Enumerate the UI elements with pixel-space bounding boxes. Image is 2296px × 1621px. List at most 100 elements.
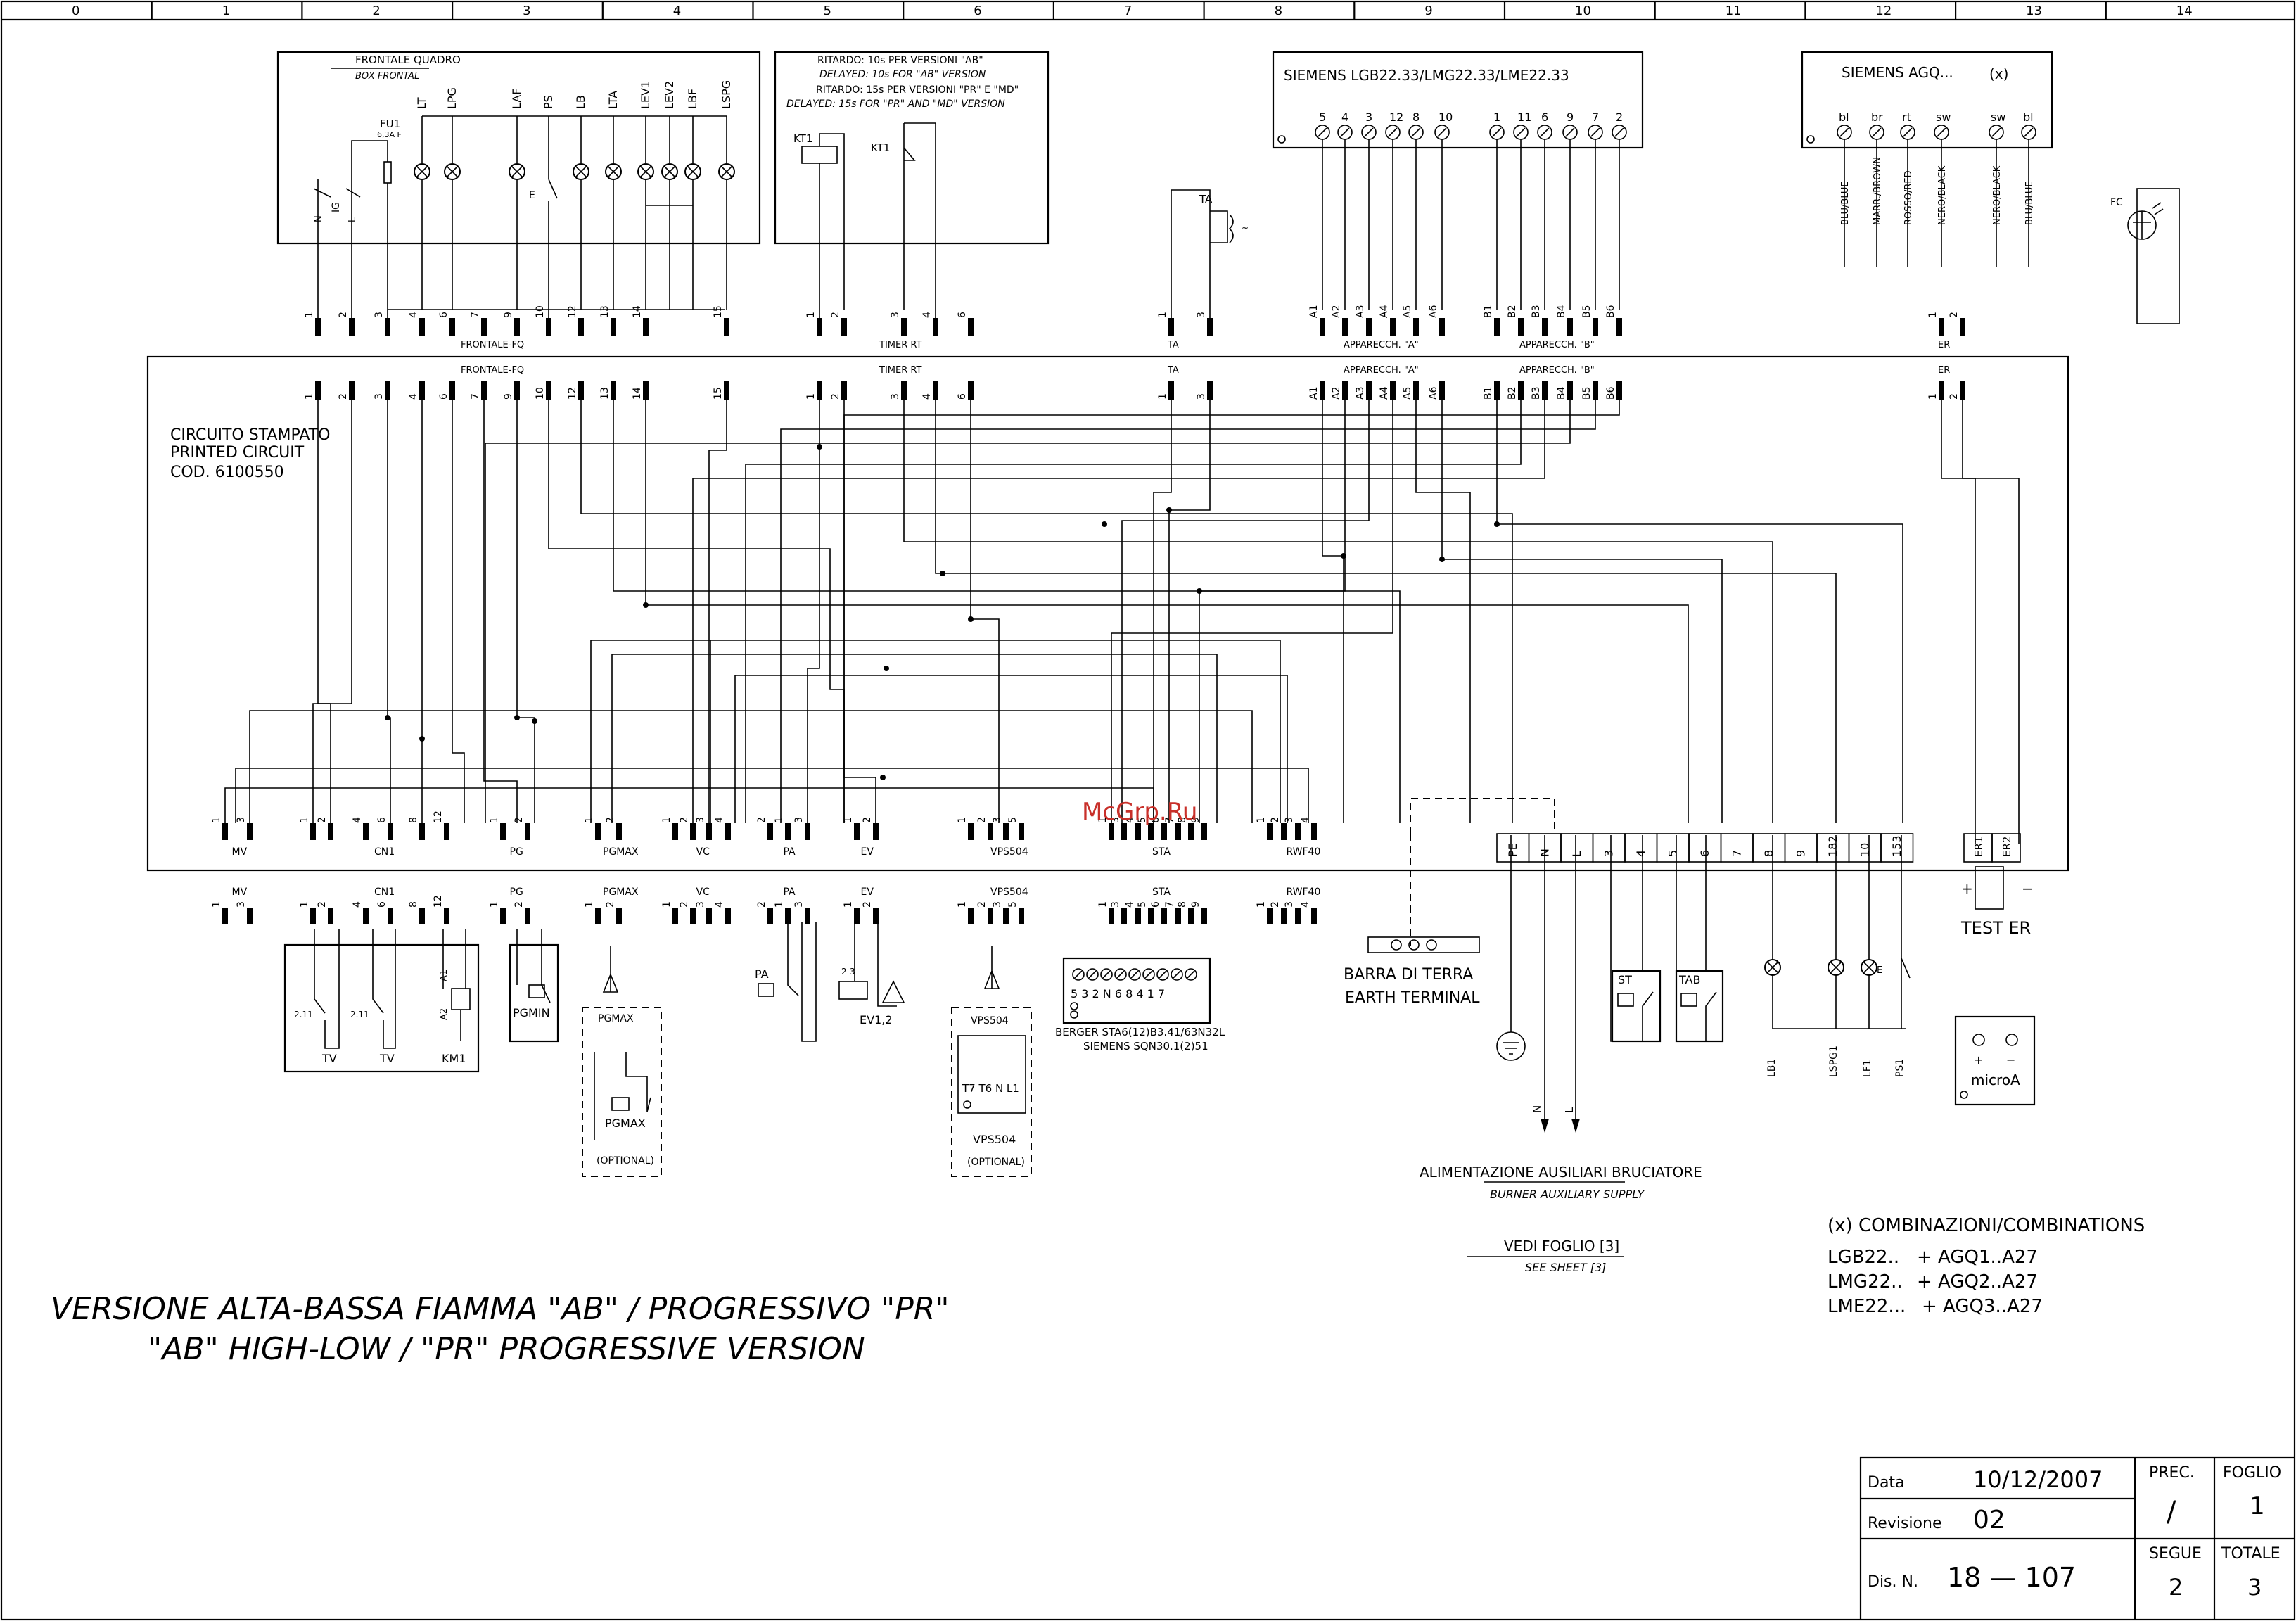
connector-pin [315, 381, 321, 400]
pin-number: 2 [756, 817, 767, 823]
pcb-trace [249, 710, 1253, 823]
connector-pin [1135, 908, 1141, 924]
terminal-cell [1656, 833, 1690, 863]
connector-group-label: VC [696, 886, 710, 898]
pcb-trace [452, 400, 465, 823]
pin-number: 3 [1284, 817, 1295, 823]
connector-group-label: APPARECCH. "A" [1344, 340, 1419, 350]
connector-pin [1109, 908, 1114, 924]
connector-pin [514, 381, 520, 400]
connector-pin [1175, 823, 1181, 840]
pin-number: 2 [605, 901, 616, 908]
connector-pin [1003, 908, 1009, 924]
combo-row-3-a: LME22... [1828, 1296, 1906, 1317]
connector-pin [247, 908, 253, 924]
lgb-terminal-number: 4 [1341, 110, 1348, 124]
connector-pin [672, 908, 678, 924]
connector-pin [988, 823, 993, 840]
connector-group-label: VC [696, 846, 710, 858]
connector-pin [247, 823, 253, 840]
vps-terminal-labels: T7 T6 N L1 [962, 1082, 1019, 1095]
lgb-terminal-number: 8 [1412, 110, 1420, 124]
connector-group-label: TA [1167, 340, 1179, 350]
connector-group-label: CN1 [374, 886, 395, 898]
connector-pin [1616, 381, 1622, 400]
pcb-trace [807, 400, 820, 823]
connector-pin [767, 823, 773, 840]
fuse-symbol [383, 161, 392, 184]
pin-number: 2 [830, 312, 841, 318]
column-number: 1 [222, 4, 230, 18]
pin-number: 3 [793, 901, 805, 908]
lamp-label: LSPG [720, 80, 733, 109]
combinations-title: (x) COMBINAZIONI/COMBINATIONS [1828, 1215, 2145, 1236]
pin-number: 5 [1137, 901, 1148, 908]
pin-number: 1 [957, 817, 968, 823]
pin-number: 12 [433, 810, 444, 823]
pin-number: 2 [338, 393, 349, 400]
connector-pin [1366, 318, 1372, 336]
pin-number: 6 [1150, 901, 1161, 908]
column-number: 7 [1124, 4, 1132, 18]
pin-number: 4 [714, 901, 725, 908]
pcb-trace [1941, 400, 1976, 844]
connector-pin [724, 318, 729, 336]
pin-number: A3 [1355, 305, 1366, 318]
column-number: 11 [1726, 4, 1742, 18]
connector-pin [873, 908, 879, 924]
connector-pin [310, 908, 316, 924]
column-number: 12 [1875, 4, 1892, 18]
dis-label: Dis. N. [1868, 1573, 1918, 1591]
connector-pin [968, 823, 974, 840]
pin-number: 8 [1177, 817, 1188, 823]
lgb-title: SIEMENS LGB22.33/LMG22.33/LME22.33 [1284, 67, 1569, 84]
pin-number: 3 [793, 817, 805, 823]
connector-pin [767, 908, 773, 924]
pin-number: 6 [438, 393, 449, 400]
pin-number: B6 [1605, 386, 1616, 400]
connector-pin [419, 381, 425, 400]
connector-pin [1188, 823, 1194, 840]
pin-number: A1 [1308, 387, 1320, 400]
pcb-trace [935, 400, 1837, 823]
fuse-rating: 6,3A F [377, 130, 402, 139]
lamp-label: LAF [510, 89, 523, 109]
connector-pin [611, 318, 616, 336]
connector-pin [310, 823, 316, 840]
lamp-label: LB [574, 95, 587, 109]
pcb-trace [645, 400, 1689, 823]
agq-wire-label: BLU/BLUE [1840, 181, 1851, 225]
agq-wire-label: NERO/BLACK [1992, 165, 2003, 225]
column-number: 2 [372, 4, 380, 18]
combo-row-2-b: + AGQ2..A27 [1917, 1271, 2038, 1292]
pin-number: 4 [408, 393, 419, 400]
pcb-trace [1111, 400, 1393, 823]
pcb-trace [708, 400, 727, 823]
lgb-terminal-number: 5 [1319, 110, 1326, 124]
earth-terminal-bar: BARRA DI TERRA EARTH TERMINAL [1344, 835, 1526, 1061]
frontale-title: FRONTALE QUADRO [355, 53, 461, 66]
connector-pin [1148, 908, 1154, 924]
pcb-trace [580, 400, 1513, 823]
connector-pin [1413, 381, 1419, 400]
pcb-line-1: CIRCUITO STAMPATO [170, 426, 330, 444]
terminal-label: 10 [1858, 843, 1872, 857]
connector-pin [1207, 381, 1213, 400]
pin-number: 1 [1157, 393, 1168, 400]
pin-number: 4 [921, 393, 933, 400]
prec-value: / [2167, 1496, 2176, 1528]
connector-pin [1161, 908, 1167, 924]
connector-pin [222, 908, 228, 924]
connector-group-label: RWF40 [1287, 846, 1321, 858]
pgmin-switch: PGMIN [509, 929, 559, 1043]
km1-a2: A2 [439, 1008, 449, 1020]
earth-line-1: BARRA DI TERRA [1344, 966, 1473, 984]
main-switch-label: IG [331, 202, 342, 212]
pcb-line-3: COD. 6100550 [170, 464, 284, 481]
lgb-terminal-number: 10 [1439, 110, 1453, 124]
pin-number: 2 [605, 817, 616, 823]
lgb-terminal-number: 6 [1541, 110, 1548, 124]
connector-group-label: FRONTALE-FQ [461, 340, 524, 350]
